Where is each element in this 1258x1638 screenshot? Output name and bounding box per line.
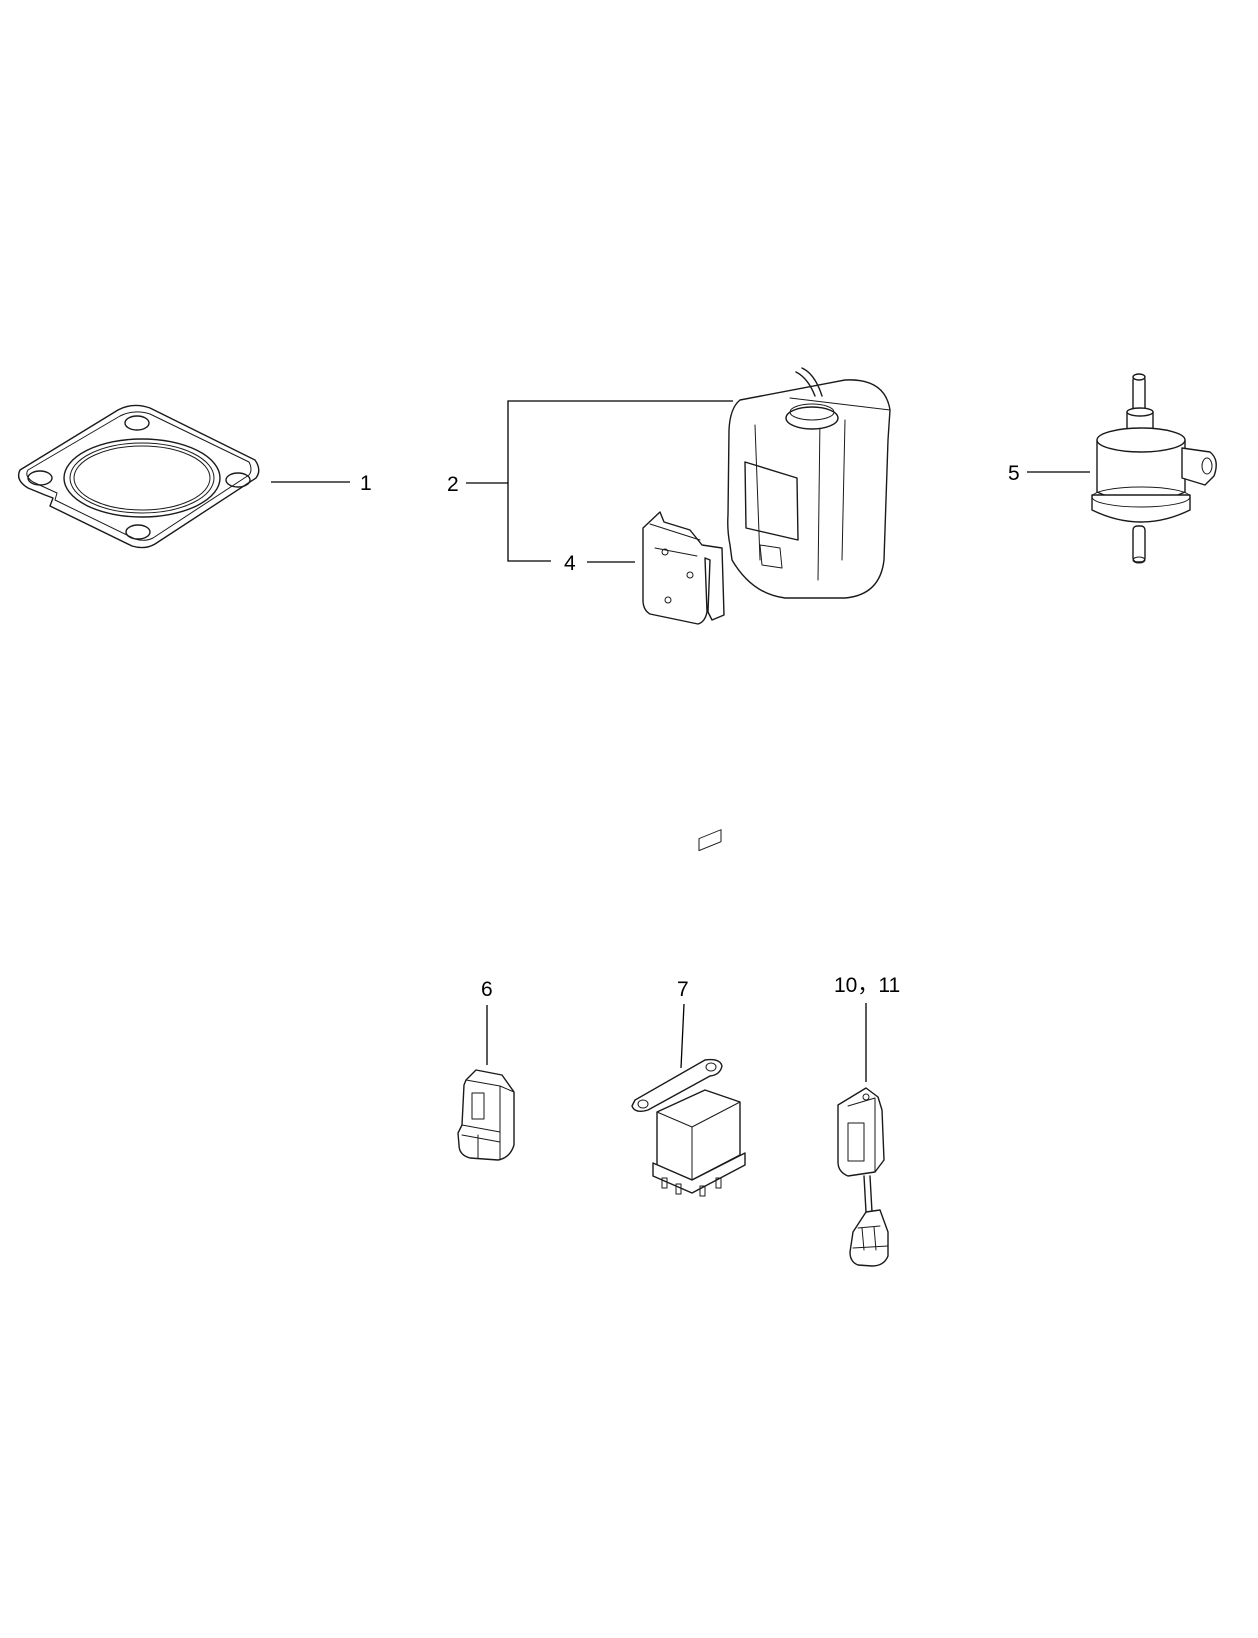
callout-7: 7 bbox=[677, 978, 689, 1001]
callout-4: 4 bbox=[564, 552, 576, 575]
sensor-module-icon bbox=[837, 1087, 889, 1267]
callout-1: 1 bbox=[360, 472, 372, 495]
reservoir-tank-icon bbox=[727, 367, 891, 599]
callout-6: 6 bbox=[481, 978, 493, 1001]
leader-line-7 bbox=[680, 1003, 685, 1069]
relay-icon bbox=[631, 829, 746, 1197]
fuel-pump-icon bbox=[1091, 373, 1217, 564]
bracket-leader-2 bbox=[507, 400, 733, 562]
callout-10-11: 10，11 bbox=[834, 974, 900, 997]
bracket-icon bbox=[642, 511, 725, 625]
callout-5: 5 bbox=[1008, 462, 1020, 485]
gasket-icon bbox=[17, 404, 260, 549]
callout-2: 2 bbox=[447, 473, 459, 496]
connector-icon bbox=[457, 1069, 515, 1161]
